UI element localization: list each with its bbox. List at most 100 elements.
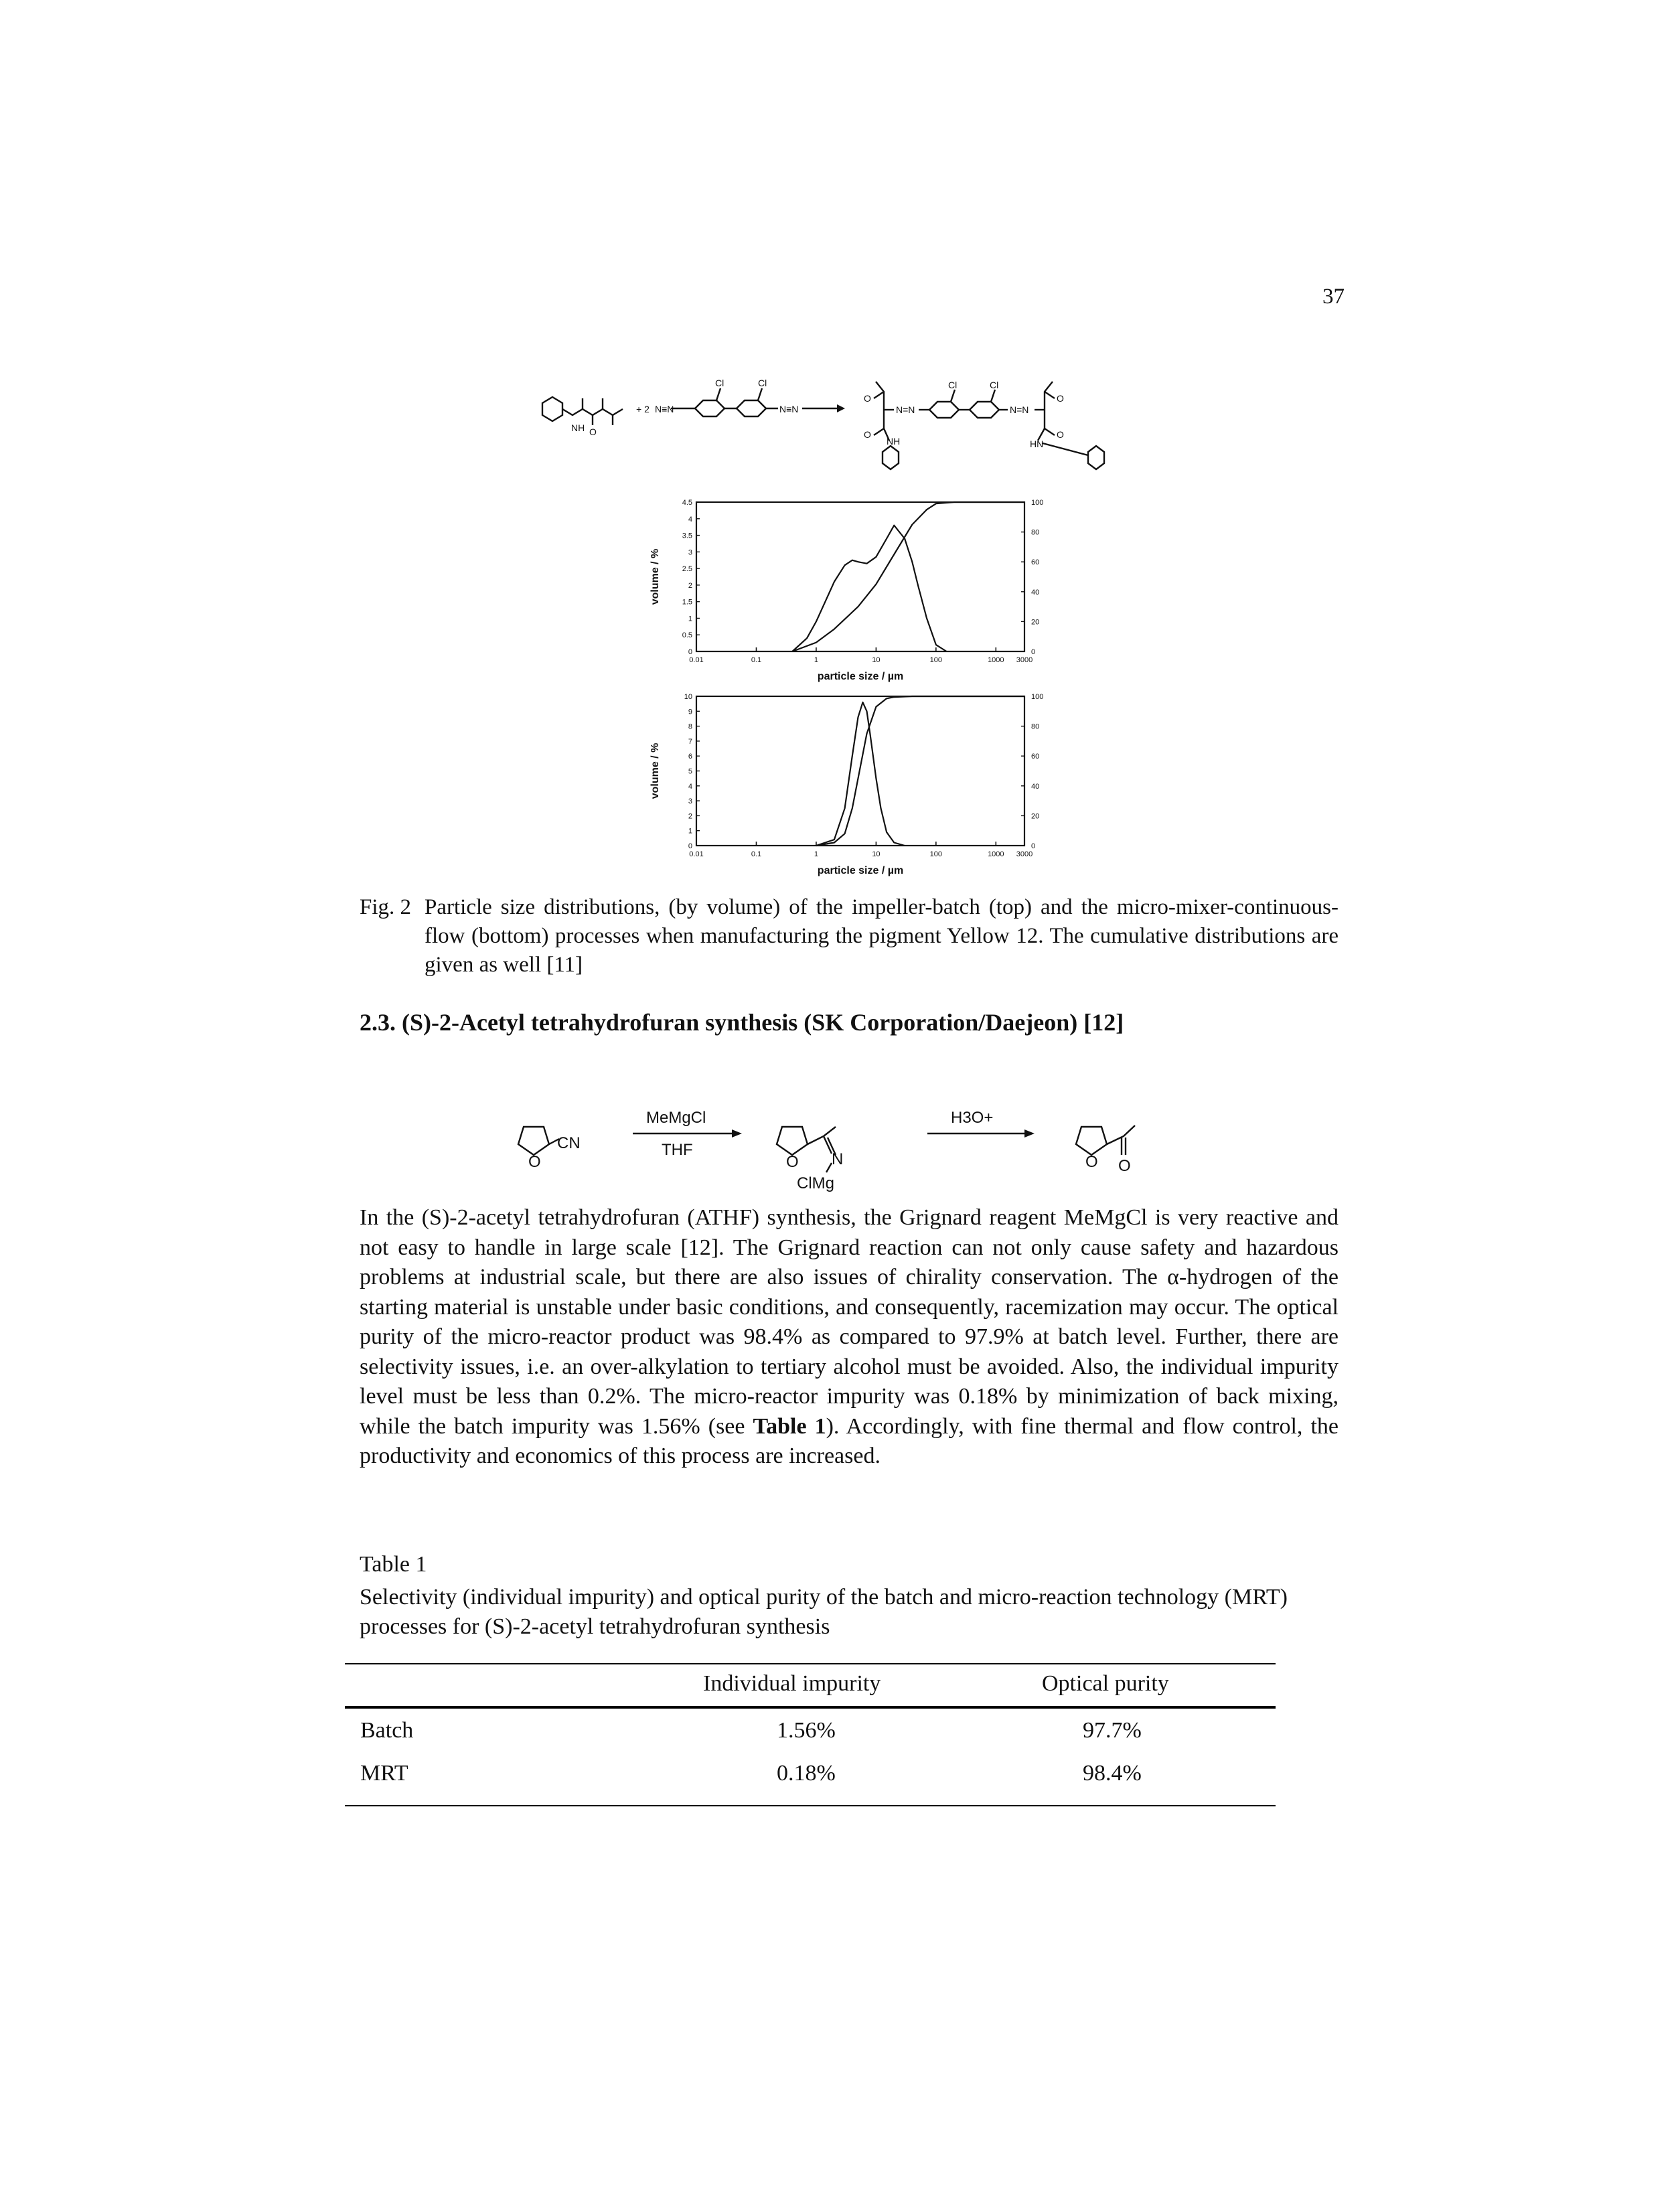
label-clmg: ClMg	[797, 1174, 834, 1192]
y-axis-label: volume / %	[650, 549, 661, 605]
table-cell: 97.7%	[1083, 1718, 1142, 1743]
label-o-keto: O	[1118, 1157, 1131, 1175]
distribution-line	[791, 524, 947, 652]
y2-tick-label: 0	[1031, 648, 1035, 656]
label-hn-product: HN	[1030, 439, 1043, 449]
label-diazonium-left: N≡N	[655, 404, 674, 414]
label-n: N	[832, 1150, 843, 1168]
y2-tick-label: 20	[1031, 812, 1039, 820]
thf-ring-intermediate	[775, 1125, 809, 1156]
data-table: Individual impurity Optical purity Batch…	[345, 1663, 1276, 1814]
y2-tick-label: 100	[1031, 499, 1043, 507]
x-tick-label: 100	[930, 656, 942, 664]
figure-caption-text: Particle size distributions, (by volume)…	[425, 895, 1339, 977]
y-tick-label: 5	[688, 768, 692, 776]
y-tick-label: 8	[688, 723, 692, 731]
y-tick-label: 2	[688, 812, 692, 820]
x-tick-label: 1000	[988, 850, 1004, 858]
plot-frame	[695, 501, 1026, 653]
table-caption: Selectivity (individual impurity) and op…	[360, 1585, 1288, 1639]
y-tick-label: 1	[688, 828, 692, 836]
arrow-head	[837, 404, 845, 412]
label-cl-b: Cl	[758, 378, 767, 388]
table-header-cell: Individual impurity	[703, 1671, 881, 1696]
distribution-line	[816, 701, 905, 847]
section-heading: 2.3. (S)-2-Acetyl tetrahydrofuran synthe…	[360, 1009, 1124, 1036]
y-tick-label: 0.5	[682, 631, 692, 639]
table-cell-row-label: Batch	[360, 1718, 414, 1743]
body-text-part-b: ). Accordingly, with fine thermal and fl…	[360, 1413, 1339, 1469]
table-bottom-rule	[345, 1805, 1276, 1806]
y2-tick-label: 40	[1031, 783, 1039, 791]
benzene-ring-a	[694, 399, 726, 418]
y-axis-label: volume / %	[650, 743, 661, 799]
y-tick-label: 3.5	[682, 532, 692, 540]
label-o-start: O	[528, 1153, 541, 1171]
table-cell-row-label: MRT	[360, 1761, 408, 1786]
y-tick-label: 2.5	[682, 565, 692, 573]
table-cell: 0.18%	[777, 1761, 836, 1786]
x-tick-label: 10	[872, 850, 880, 858]
azo-pigment-reaction-scheme: NH O + 2 N≡N Cl Cl N≡N O O N=N NH Cl Cl …	[541, 378, 1105, 471]
y2-tick-label: 100	[1031, 693, 1043, 701]
y2-tick-label: 20	[1031, 618, 1039, 626]
arrow-head-2	[1024, 1129, 1035, 1138]
y-tick-label: 0	[688, 842, 692, 850]
plot-frame	[695, 695, 1026, 847]
y2-tick-label: 80	[1031, 723, 1039, 731]
x-tick-label: 0.1	[751, 850, 761, 858]
label-diazonium-right: N≡N	[779, 404, 798, 414]
y-tick-label: 9	[688, 708, 692, 716]
label-nh-product: NH	[887, 436, 900, 447]
page-number: 37	[1322, 285, 1345, 309]
x-tick-label: 0.01	[689, 656, 703, 664]
x-tick-label: 0.01	[689, 850, 703, 858]
table-header-cell: Optical purity	[1042, 1671, 1169, 1696]
x-tick-label: 10	[872, 656, 880, 664]
y-tick-label: 4	[688, 516, 692, 524]
y-tick-label: 6	[688, 753, 692, 761]
table-header-rule	[345, 1706, 1276, 1709]
x-tick-label: 1	[814, 656, 818, 664]
label-cl-c: Cl	[948, 380, 957, 390]
x-tick-label: 1	[814, 850, 818, 858]
benzene-ring-left	[541, 396, 564, 422]
table-reference[interactable]: Table 1	[753, 1413, 826, 1439]
athf-synthesis-scheme: CN O MeMgCl THF O N ClMg H3O+ O O	[517, 1109, 1136, 1192]
table-cell: 98.4%	[1083, 1761, 1142, 1786]
table-top-rule	[345, 1663, 1276, 1664]
label-o-left: O	[589, 426, 597, 437]
label-azo-left: N=N	[896, 404, 915, 415]
table-label: Table 1	[360, 1552, 427, 1577]
y2-tick-label: 60	[1031, 753, 1039, 761]
label-azo-right: N=N	[1010, 404, 1028, 415]
label-o-mid-left: O	[864, 429, 871, 440]
y2-tick-label: 80	[1031, 529, 1039, 537]
thf-ring-product	[1075, 1125, 1108, 1156]
y-tick-label: 2	[688, 582, 692, 590]
x-tick-label: 100	[930, 850, 942, 858]
y2-tick-label: 0	[1031, 842, 1035, 850]
label-nh-left: NH	[571, 422, 585, 433]
thf-ring-start	[517, 1125, 550, 1156]
y-tick-label: 10	[684, 693, 692, 701]
y-tick-label: 3	[688, 548, 692, 556]
label-o-mid-right: O	[1057, 429, 1064, 440]
label-plus-two: + 2	[636, 404, 650, 414]
y-tick-label: 1.5	[682, 599, 692, 607]
label-cl-a: Cl	[715, 378, 724, 388]
cumulative-distribution-line	[791, 501, 1024, 653]
x-axis-label: particle size / µm	[818, 865, 903, 876]
reagent-h3o: H3O+	[951, 1109, 993, 1127]
solvent-thf: THF	[662, 1141, 693, 1159]
figure-label: Fig. 2	[360, 895, 412, 919]
y2-tick-label: 60	[1031, 558, 1039, 566]
y-tick-label: 0	[688, 648, 692, 656]
cumulative-distribution-line	[816, 695, 1024, 847]
benzene-ring-product-right	[1087, 445, 1105, 471]
benzene-ring-product-left	[881, 445, 900, 471]
label-o-intermediate: O	[786, 1153, 799, 1171]
y-tick-label: 7	[688, 738, 692, 746]
